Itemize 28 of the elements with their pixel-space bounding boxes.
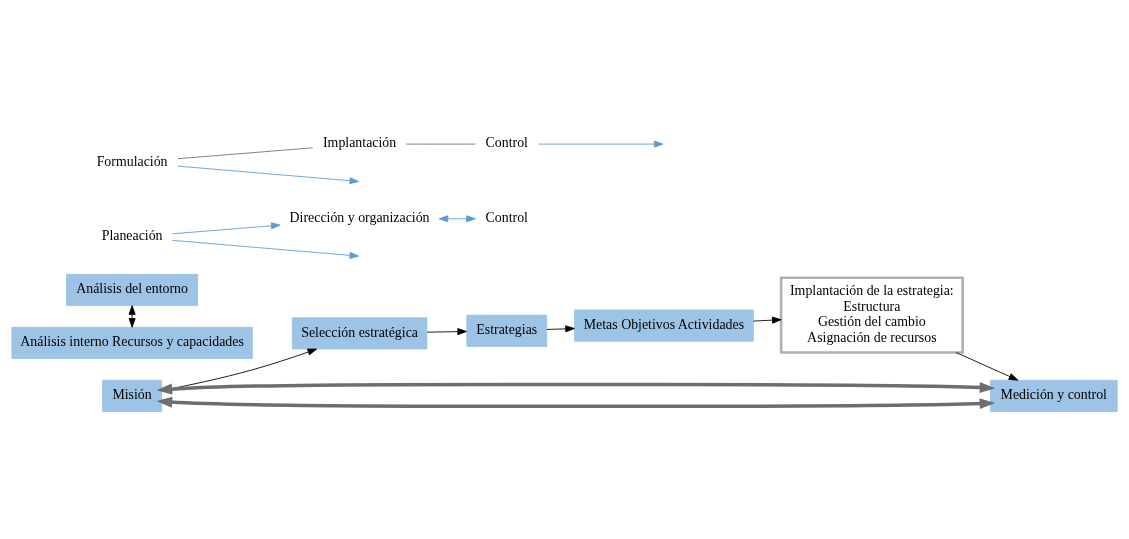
connector [177,146,314,159]
node-text: Dirección y organización [289,209,430,225]
node-text: Implantación [322,134,397,150]
arrow [955,351,1019,381]
arrow [753,316,782,324]
arrow [171,221,281,234]
node-box: Metas Objetivos Actividades [574,309,754,342]
node-box: Estrategias [466,314,548,347]
arrow [426,327,467,335]
arrow [156,381,996,395]
node-box: Implantación de la estrategia: Estructura Gestión del cambio Asignación de recursos [779,276,964,354]
arrow [438,214,476,222]
node-text: Control [485,134,528,150]
node-box: Análisis interno Recursos y capacidades [11,326,253,359]
arrow [156,396,996,409]
arrow [537,140,664,148]
arrow [546,324,575,332]
connector [405,143,476,145]
arrow [171,239,360,259]
arrow [128,304,136,328]
node-box: Selección estratégica [291,316,428,349]
node-text: Control [485,209,528,225]
node-box: Misión [102,379,163,412]
arrow [177,165,360,184]
node-text: Formulación [96,153,168,169]
node-text: Planeación [101,227,163,243]
node-box: Medición y control [989,379,1118,412]
node-box: Análisis del entorno [66,273,199,306]
